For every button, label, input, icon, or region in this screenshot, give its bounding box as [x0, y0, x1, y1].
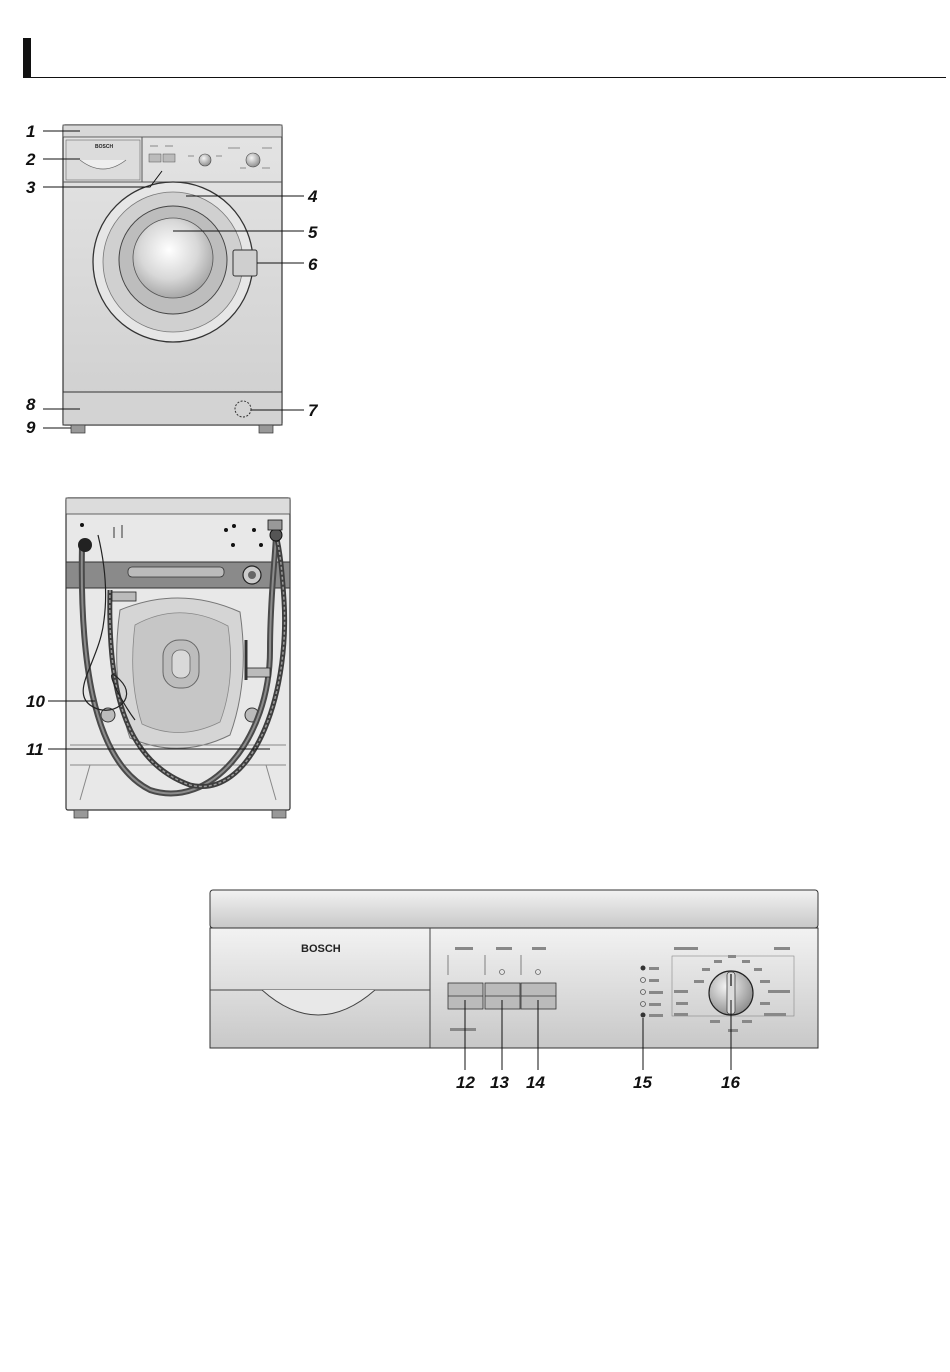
panel-top [210, 890, 818, 928]
rear-foot-left [74, 810, 88, 818]
door-handle [233, 250, 257, 276]
front-brand-logo: BOSCH [95, 144, 113, 150]
callout-3: 3 [26, 178, 36, 197]
callout-8: 8 [26, 395, 36, 414]
rear-view-machine [66, 498, 290, 818]
callout-12: 12 [456, 1073, 475, 1092]
callout-15: 15 [633, 1073, 652, 1092]
callout-10: 10 [26, 692, 45, 711]
callout-7: 7 [308, 401, 319, 420]
callout-4: 4 [307, 187, 318, 206]
callout-13: 13 [490, 1073, 509, 1092]
worktop [63, 125, 282, 137]
front-programme-dial [246, 153, 260, 167]
callout-1: 1 [26, 122, 35, 141]
panel-brand-logo: BOSCH [301, 943, 341, 955]
callout-5: 5 [308, 223, 318, 242]
control-panel-detail: BOSCH [210, 890, 818, 1048]
rear-foot-right [272, 810, 286, 818]
callout-6: 6 [308, 255, 318, 274]
door-glass [133, 218, 213, 298]
callout-14: 14 [526, 1073, 545, 1092]
front-spin-dial [199, 154, 211, 166]
plinth-panel [63, 392, 282, 425]
foot-left [71, 425, 85, 433]
callout-2: 2 [25, 150, 36, 169]
front-view-machine: BOSCH [63, 125, 282, 433]
callout-16: 16 [721, 1073, 740, 1092]
callout-9: 9 [26, 418, 36, 437]
foot-right [259, 425, 273, 433]
callout-11: 11 [26, 740, 44, 759]
